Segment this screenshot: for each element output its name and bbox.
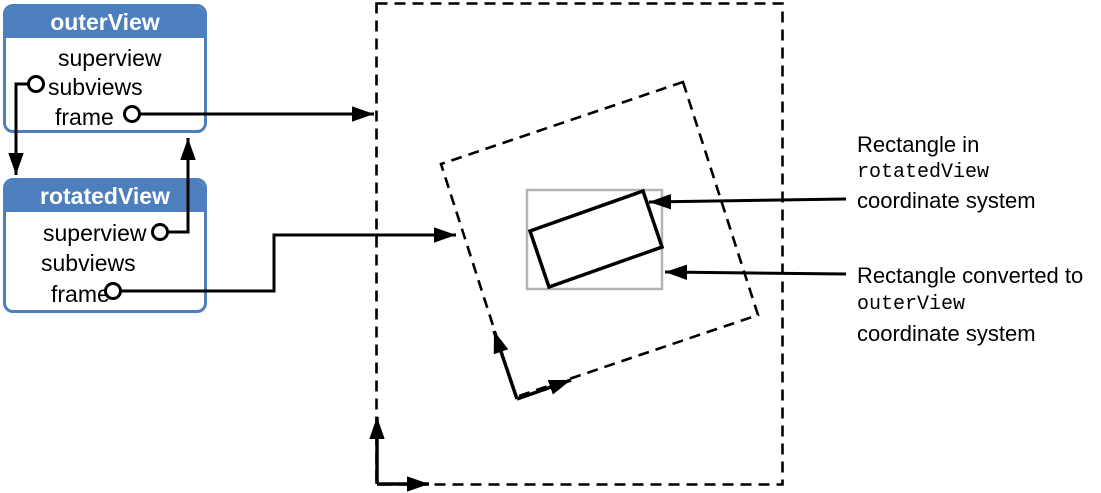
- rect-in-rotatedview: [527, 188, 665, 290]
- annotation1-line2-code: rotatedView: [857, 161, 990, 184]
- annotation2-line2-code: outerView: [857, 293, 966, 316]
- annotation1-arrow: [648, 193, 847, 210]
- rotatedview-superview-port: [151, 223, 169, 241]
- rotatedview-field-frame: frame: [51, 281, 110, 307]
- outerview-box: outerView superview subviews frame: [3, 4, 207, 133]
- rotatedview-frame-connector: [121, 227, 456, 293]
- annotation2-line3: coordinate system: [857, 321, 1036, 346]
- outerview-bounds-dashed-rect: [375, 2, 784, 486]
- outerview-box-header: outerView: [6, 7, 204, 38]
- rotatedview-bounds-dashed-rect: [439, 80, 760, 399]
- annotation2-line1: Rectangle converted to: [857, 263, 1084, 288]
- annotation-rect-converted-outerview: Rectangle converted to outerView coordin…: [857, 261, 1083, 348]
- annotation1-line1: Rectangle in: [857, 132, 980, 157]
- outerview-subviews-connector: [8, 82, 28, 176]
- annotation2-arrow: [664, 264, 847, 280]
- converted-rect-outerview: [525, 188, 664, 291]
- outerview-box-title: outerView: [50, 9, 160, 35]
- outerview-frame-port: [123, 105, 141, 123]
- rotatedview-frame-port: [104, 282, 122, 300]
- rotatedview-y-axis-arrow: [492, 330, 519, 400]
- outerview-field-superview: superview: [58, 45, 162, 71]
- outerview-field-subviews: subviews: [48, 74, 143, 100]
- rotatedview-box-title: rotatedView: [40, 183, 170, 209]
- rotatedview-box-header: rotatedView: [6, 181, 204, 212]
- outerview-field-frame: frame: [55, 104, 114, 130]
- rotatedview-x-axis-arrow: [516, 378, 572, 401]
- rotatedview-superview-connector: [168, 137, 196, 234]
- rotatedview-field-superview: superview: [43, 220, 147, 246]
- annotation1-line3: coordinate system: [857, 188, 1036, 213]
- outerview-subviews-port: [27, 75, 45, 93]
- rotatedview-field-subviews: subviews: [41, 250, 136, 276]
- annotation-rect-in-rotatedview: Rectangle in rotatedView coordinate syst…: [857, 131, 1036, 215]
